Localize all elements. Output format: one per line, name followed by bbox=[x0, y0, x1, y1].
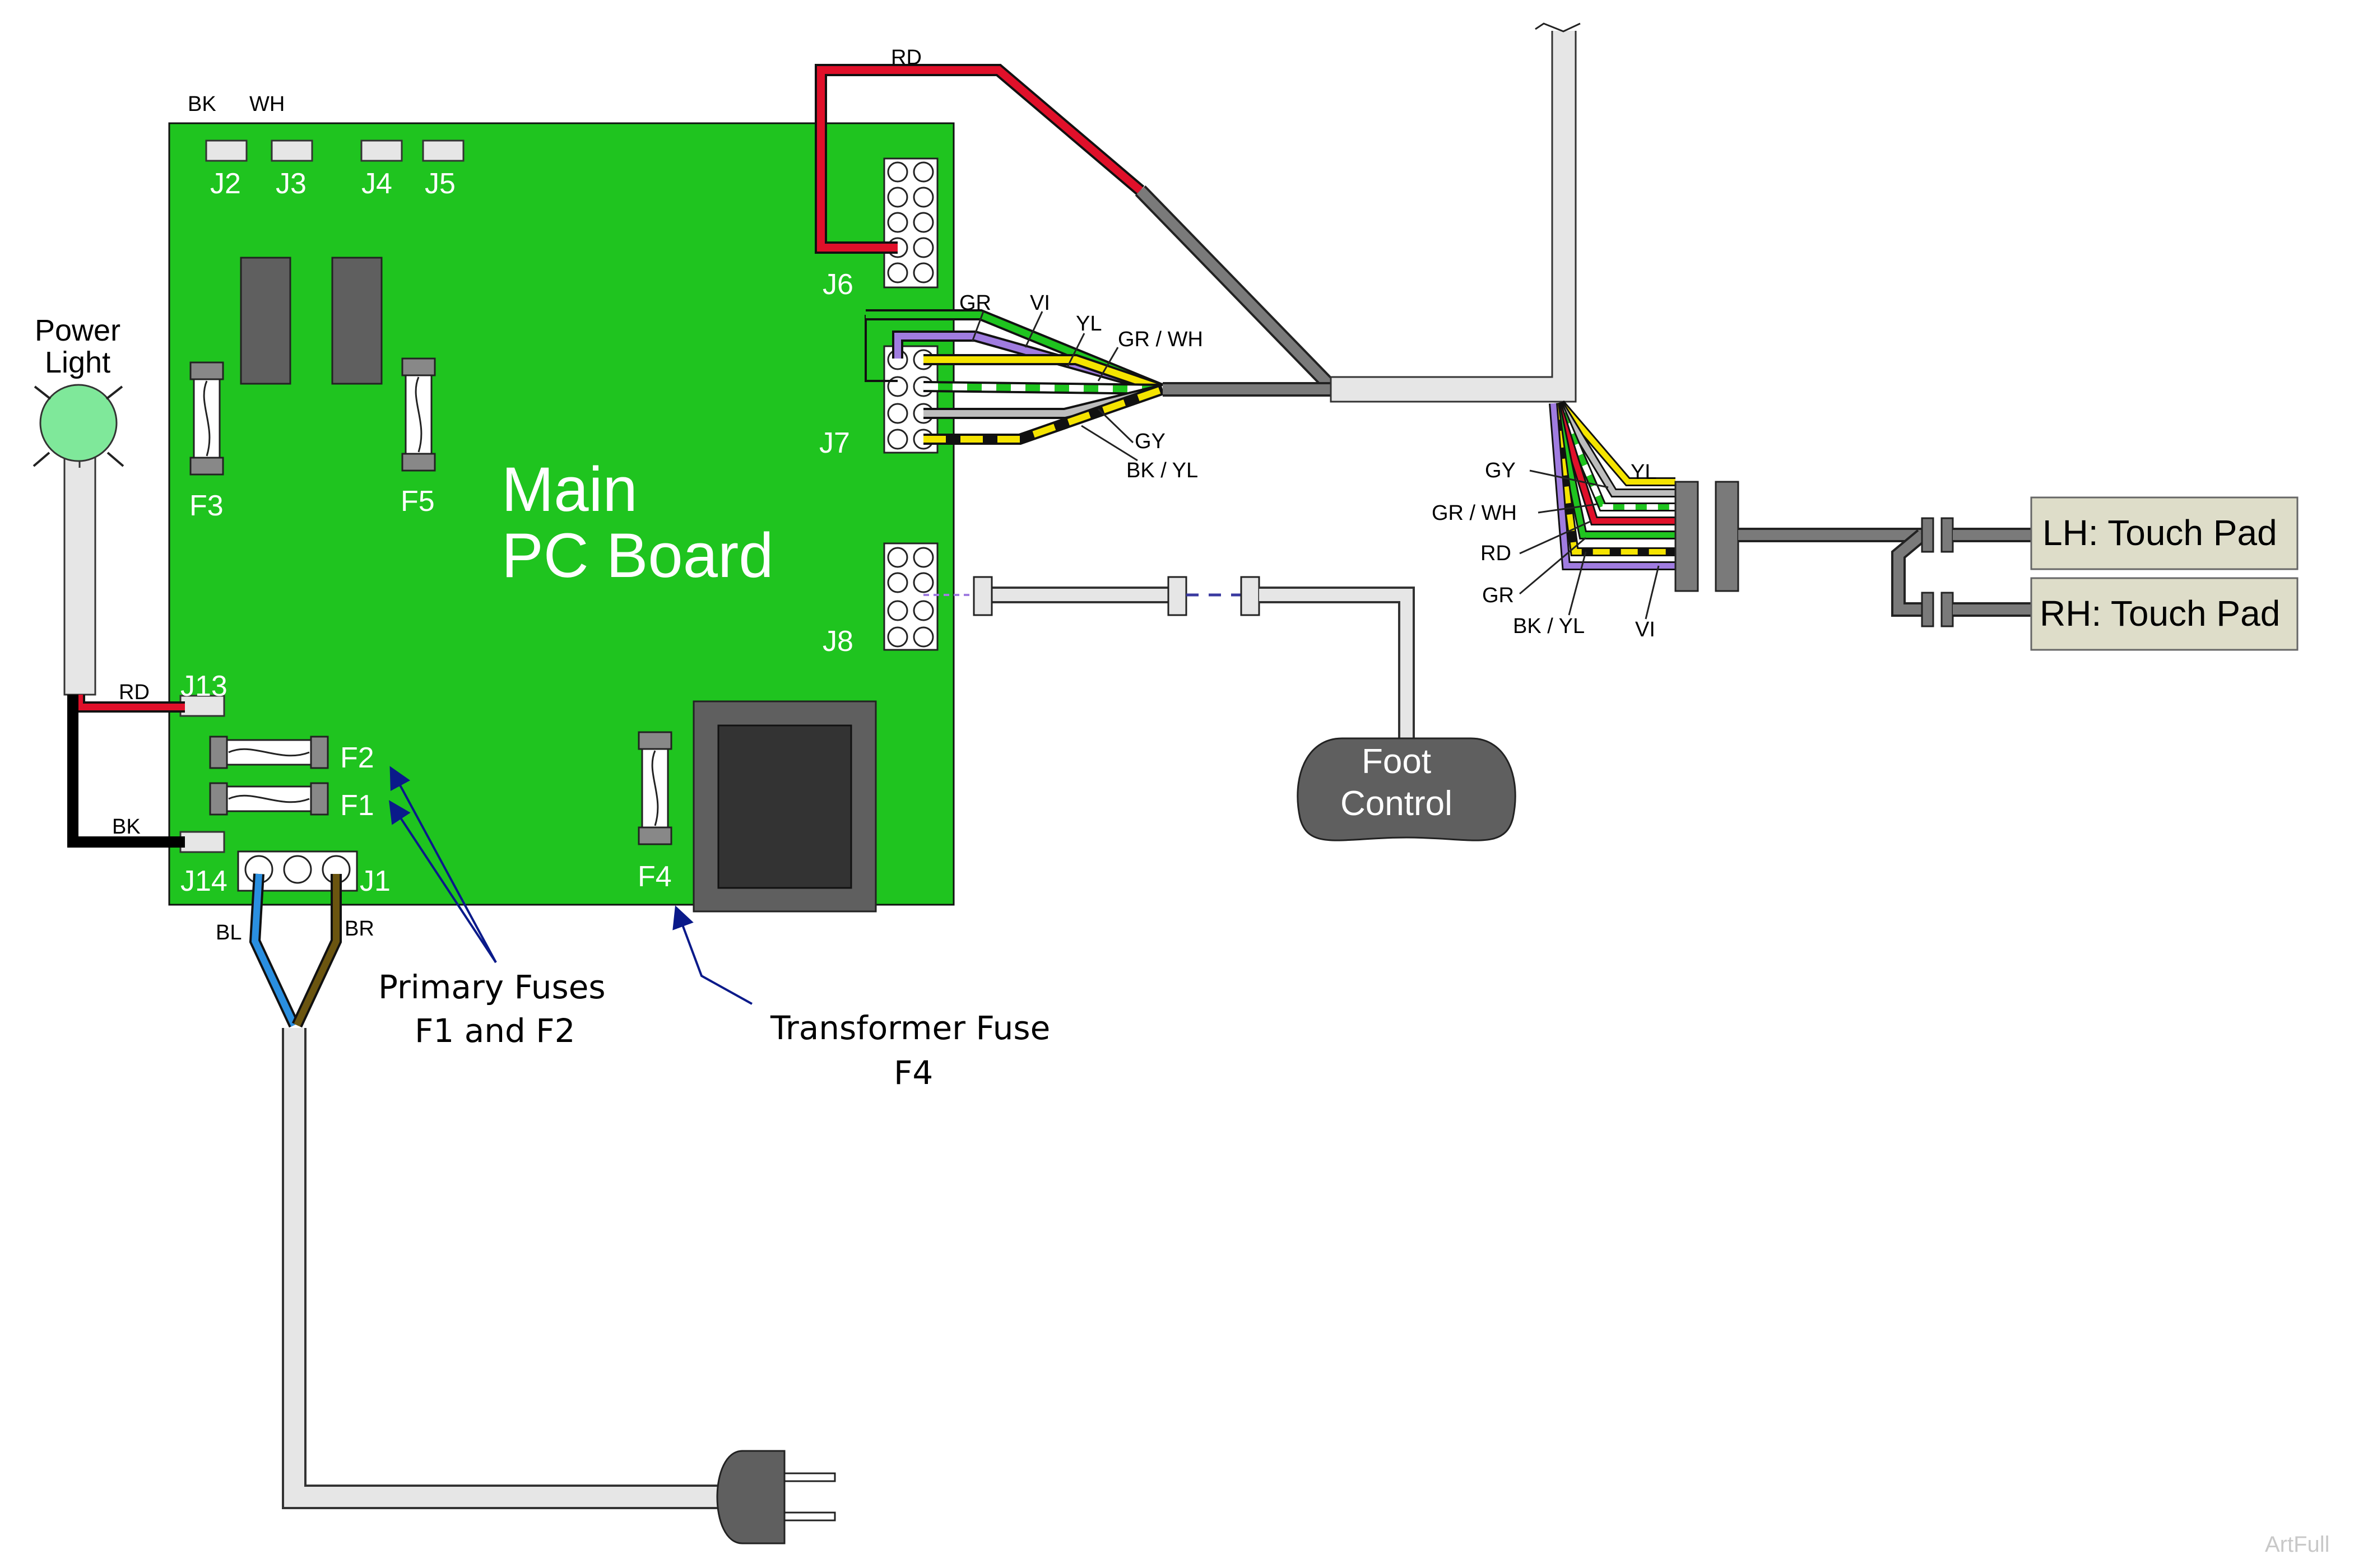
label-f2: F2 bbox=[340, 742, 374, 774]
board-title-line2: PC Board bbox=[502, 520, 774, 590]
harness-connector-left bbox=[1674, 481, 1699, 592]
main-harness-cable bbox=[1330, 31, 1577, 403]
wire-label-harness-gy: GY bbox=[1485, 459, 1516, 482]
wire-label-br: BR bbox=[345, 917, 374, 941]
wire-label-harness-yl: YL bbox=[1631, 460, 1656, 484]
callout-arrow-f1 bbox=[388, 800, 497, 964]
power-light-label-line1: Power bbox=[35, 314, 120, 347]
wire-label-harness-rd: RD bbox=[1480, 542, 1511, 565]
wire-label-harness-vi: VI bbox=[1635, 618, 1655, 641]
label-j7: J7 bbox=[819, 427, 850, 459]
label-j1: J1 bbox=[360, 865, 391, 897]
wire-label-bk-j14: BK bbox=[112, 815, 141, 839]
wire-label-rd-j13: RD bbox=[119, 681, 150, 704]
harness-connector-right bbox=[1715, 481, 1739, 592]
label-f3: F3 bbox=[189, 490, 224, 522]
connector-j8 bbox=[883, 542, 939, 651]
foot-control-label-line1: Foot bbox=[1362, 742, 1431, 781]
connector-j14 bbox=[179, 831, 225, 853]
label-f4: F4 bbox=[638, 860, 672, 893]
callout-primary-line1: Primary Fuses bbox=[378, 968, 606, 1006]
lh-pad-connector-a bbox=[1921, 517, 1934, 553]
j7-wire-bundle bbox=[865, 309, 1165, 445]
callout-arrow-f2 bbox=[389, 766, 497, 963]
label-j5: J5 bbox=[425, 167, 456, 200]
foot-control-label-line2: Control bbox=[1340, 784, 1452, 823]
wire-label-harness-gr: GR bbox=[1482, 584, 1514, 607]
connector-j6 bbox=[883, 157, 939, 289]
connector-j2 bbox=[205, 139, 248, 162]
power-light-label-line2: Light bbox=[45, 346, 110, 379]
wire-label-j7-vi: VI bbox=[1030, 291, 1050, 315]
label-f5: F5 bbox=[401, 485, 435, 518]
lh-touch-pad bbox=[2030, 496, 2299, 570]
board-title-line1: Main bbox=[502, 454, 638, 524]
wire-label-j7-gr: GR bbox=[959, 291, 991, 315]
ic-chip-1 bbox=[240, 257, 291, 385]
rh-touch-pad-label: RH: Touch Pad bbox=[2040, 593, 2280, 634]
rh-touch-pad bbox=[2030, 577, 2299, 651]
lh-touch-pad-label: LH: Touch Pad bbox=[2042, 513, 2277, 553]
wire-bk-j14 bbox=[67, 695, 185, 848]
label-j3: J3 bbox=[276, 167, 307, 200]
connector-j1 bbox=[237, 850, 358, 892]
power-plug bbox=[716, 1450, 836, 1544]
watermark: ArtFull bbox=[2265, 1532, 2330, 1557]
callout-transformer-line2: F4 bbox=[894, 1054, 933, 1092]
wire-label-j7-gy: GY bbox=[1135, 430, 1166, 453]
fuse-f2 bbox=[209, 736, 329, 769]
foot-control bbox=[1297, 737, 1516, 841]
callout-arrow-f4 bbox=[672, 905, 753, 1005]
wire-label-bl: BL bbox=[216, 921, 242, 944]
fuse-f5 bbox=[401, 357, 436, 472]
power-light bbox=[32, 384, 124, 696]
fuse-f1 bbox=[209, 782, 329, 816]
harness-leader-lines bbox=[1519, 469, 1660, 620]
fuse-f3 bbox=[189, 361, 224, 476]
foot-cable-plug-2 bbox=[1167, 576, 1187, 616]
wire-label-bk-top: BK bbox=[188, 92, 216, 116]
foot-cable-plug-1 bbox=[973, 576, 993, 616]
connector-j3 bbox=[271, 139, 313, 162]
fuse-f4 bbox=[638, 731, 672, 845]
label-j13: J13 bbox=[180, 670, 227, 702]
label-j14: J14 bbox=[180, 865, 227, 897]
label-j6: J6 bbox=[823, 268, 853, 301]
label-j8: J8 bbox=[823, 625, 853, 658]
rh-pad-connector-a bbox=[1921, 592, 1934, 627]
foot-cable-plug-3 bbox=[1240, 576, 1260, 616]
transformer-core bbox=[717, 724, 852, 889]
label-j4: J4 bbox=[361, 167, 392, 200]
callout-primary-line2: F1 and F2 bbox=[415, 1012, 575, 1050]
wire-label-rd-j6: RD bbox=[891, 46, 922, 69]
wire-label-j7-bkyl: BK / YL bbox=[1126, 459, 1198, 482]
wire-label-harness-grwh: GR / WH bbox=[1432, 501, 1517, 525]
label-f1: F1 bbox=[340, 789, 374, 822]
callout-transformer-line1: Transformer Fuse bbox=[770, 1009, 1050, 1047]
power-cord bbox=[282, 1028, 717, 1509]
wire-label-j7-grwh: GR / WH bbox=[1118, 328, 1203, 351]
right-harness-bundle bbox=[1549, 400, 1675, 570]
connector-j4 bbox=[360, 139, 403, 162]
j7-leader-lines bbox=[971, 311, 1138, 462]
wire-label-wh-top: WH bbox=[249, 92, 285, 116]
ic-chip-2 bbox=[331, 257, 383, 385]
wire-label-j7-yl: YL bbox=[1076, 312, 1102, 336]
connector-j13 bbox=[179, 695, 225, 717]
lh-pad-connector-b bbox=[1940, 517, 1954, 553]
rh-pad-connector-b bbox=[1940, 592, 1954, 627]
wire-label-harness-bkyl: BK / YL bbox=[1513, 615, 1585, 638]
connector-j5 bbox=[422, 139, 465, 162]
label-j2: J2 bbox=[210, 167, 241, 200]
